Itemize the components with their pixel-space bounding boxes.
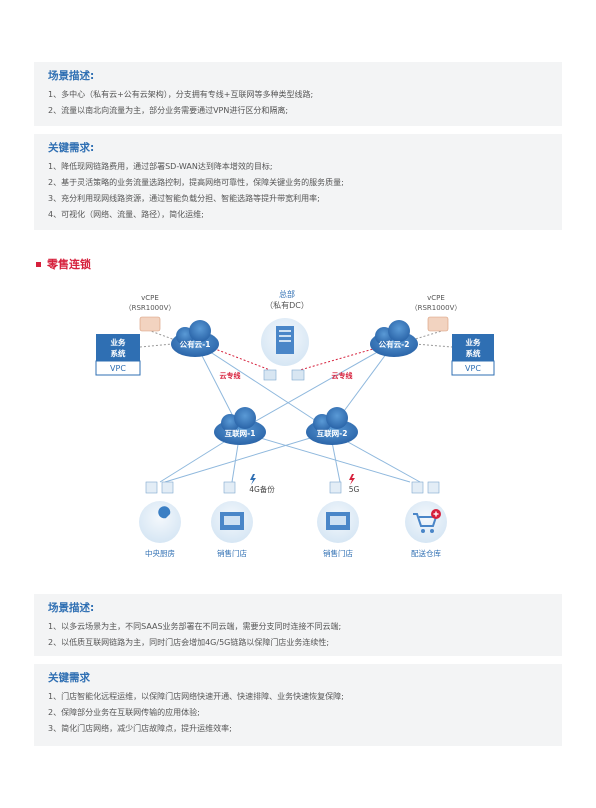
business-system-right: 业务 系统 VPC bbox=[451, 334, 495, 376]
svg-text:公有云-1: 公有云-1 bbox=[180, 339, 211, 349]
requirement-line: 1、降低现网链路费用，通过部署SD-WAN达到降本增效的目标; bbox=[48, 162, 273, 171]
red-square-bullet bbox=[36, 261, 41, 267]
vcpe-left-icon bbox=[139, 316, 161, 332]
scenario-title-2: 场景描述: bbox=[48, 602, 95, 614]
svg-text:业务: 业务 bbox=[111, 337, 126, 347]
svg-text:业务: 业务 bbox=[466, 337, 481, 347]
scenario-line: 1、以多云场景为主，不同SAAS业务部署在不同云端，需要分支同时连接不同云端; bbox=[48, 622, 342, 631]
scenario-box-1: 场景描述: 1、多中心（私有云+公有云架构），分支拥有专线+互联网等多种类型线路… bbox=[34, 62, 562, 126]
private-line-links bbox=[209, 346, 381, 371]
public-cloud-2-icon: 公有云-2 bbox=[370, 320, 418, 357]
requirement-line: 2、保障部分业务在互联网传输的应用体验; bbox=[48, 708, 200, 717]
requirement-line: 3、简化门店网络，减少门店故障点，提升运维效率; bbox=[48, 724, 232, 733]
retail-store-icon bbox=[317, 501, 359, 543]
scenario-line: 2、流量以南北向流量为主，部分业务需要通过VPN进行区分和隔离; bbox=[48, 106, 289, 115]
business-system-left: 业务 系统 VPC bbox=[95, 334, 141, 376]
public-cloud-1-icon: 公有云-1 bbox=[171, 320, 219, 357]
internet-2-icon: 互联网-2 bbox=[306, 407, 358, 445]
central-kitchen-icon bbox=[139, 501, 181, 543]
hq-sublabel: （私有DC） bbox=[265, 300, 309, 310]
site-label-kitchen: 中央厨房 bbox=[145, 548, 175, 558]
requirement-line: 1、门店智能化远程运维，以保障门店网络快速开通、快速排障、业务快速恢复保障; bbox=[48, 692, 344, 701]
svg-text:VPC: VPC bbox=[110, 364, 126, 373]
vcpe-right-label: vCPE bbox=[427, 294, 445, 302]
network-diagram: 总部 （私有DC） vCPE （RSR1000V） vCPE （RSR1000V… bbox=[95, 289, 495, 558]
scenario-line: 1、多中心（私有云+公有云架构），分支拥有专线+互联网等多种类型线路; bbox=[48, 90, 314, 99]
retail-store-icon bbox=[211, 501, 253, 543]
requirement-line: 3、充分利用现网线路资源，通过智能负载分担、智能选路等提升带宽利用率; bbox=[48, 194, 320, 203]
site-label-warehouse: 配送仓库 bbox=[411, 548, 441, 558]
svg-text:系统: 系统 bbox=[466, 348, 481, 358]
vcpe-right-model: （RSR1000V） bbox=[411, 304, 462, 312]
site-label-store-1: 销售门店 bbox=[217, 548, 247, 558]
vcpe-left-model: （RSR1000V） bbox=[125, 304, 176, 312]
link-lines bbox=[159, 341, 421, 483]
svg-text:互联网-2: 互联网-2 bbox=[317, 428, 348, 438]
internet-1-icon: 互联网-1 bbox=[214, 407, 266, 445]
site-router-icons bbox=[145, 481, 440, 494]
svg-text:VPC: VPC bbox=[465, 364, 481, 373]
backup-4g-label: 4G备份 bbox=[249, 484, 275, 494]
requirement-line: 4、可视化（网络、流量、路径），简化运维; bbox=[48, 210, 204, 219]
requirements-box-1: 关键需求: 1、降低现网链路费用，通过部署SD-WAN达到降本增效的目标; 2、… bbox=[34, 134, 562, 230]
retail-chain-heading: 零售连锁 bbox=[36, 256, 91, 272]
vpn-dotted-links bbox=[139, 329, 453, 348]
lightning-icon bbox=[250, 474, 256, 485]
svg-text:公有云-2: 公有云-2 bbox=[379, 339, 410, 349]
requirements-title-2: 关键需求 bbox=[48, 672, 90, 684]
requirement-line: 2、基于灵活策略的业务流量选路控制，提高网络可靠性，保障关键业务的服务质量; bbox=[48, 178, 344, 187]
vcpe-left-label: vCPE bbox=[141, 294, 159, 302]
site-label-store-2: 销售门店 bbox=[323, 548, 353, 558]
vcpe-right-icon bbox=[427, 316, 449, 332]
scenario-line: 2、以低质互联网链路为主，同时门店会增加4G/5G链路以保障门店业务连续性; bbox=[48, 638, 330, 647]
hq-router-icon bbox=[263, 369, 305, 381]
scenario-title-1: 场景描述: bbox=[48, 70, 95, 82]
svg-text:系统: 系统 bbox=[111, 348, 126, 358]
warehouse-cart-icon bbox=[405, 501, 447, 543]
backup-5g-label: 5G bbox=[349, 485, 360, 494]
lightning-icon bbox=[349, 474, 355, 485]
requirements-title-1: 关键需求: bbox=[48, 142, 95, 154]
scenario-box-2: 场景描述: 1、以多云场景为主，不同SAAS业务部署在不同云端，需要分支同时连接… bbox=[34, 594, 562, 656]
private-line-label-left: 云专线 bbox=[220, 371, 241, 380]
private-line-label-right: 云专线 bbox=[332, 371, 353, 380]
hq-label: 总部 bbox=[279, 289, 295, 299]
svg-text:互联网-1: 互联网-1 bbox=[225, 428, 256, 438]
requirements-box-2: 关键需求 1、门店智能化远程运维，以保障门店网络快速开通、快速排障、业务快速恢复… bbox=[34, 664, 562, 746]
